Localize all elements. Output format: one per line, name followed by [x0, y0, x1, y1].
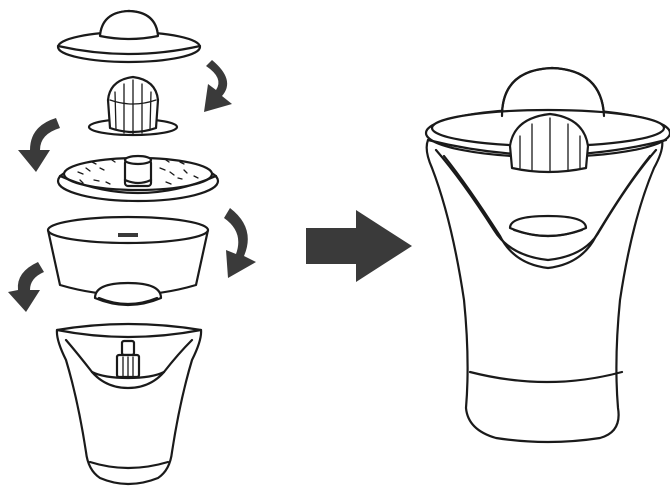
curved-arrow-icon	[8, 262, 44, 312]
strainer-holes	[77, 159, 199, 185]
result-arrow-icon	[306, 210, 412, 282]
assembly-arrows	[8, 60, 256, 312]
juice-bowl	[46, 215, 210, 307]
curved-arrow-icon	[224, 208, 256, 278]
curved-arrow-icon	[204, 60, 232, 112]
curved-arrow-icon	[18, 118, 60, 172]
strainer-disc	[56, 154, 220, 203]
assembled-juicer	[424, 66, 670, 444]
motor-base	[55, 322, 203, 486]
reamer-cone	[87, 75, 179, 137]
dome-lid	[56, 9, 202, 64]
